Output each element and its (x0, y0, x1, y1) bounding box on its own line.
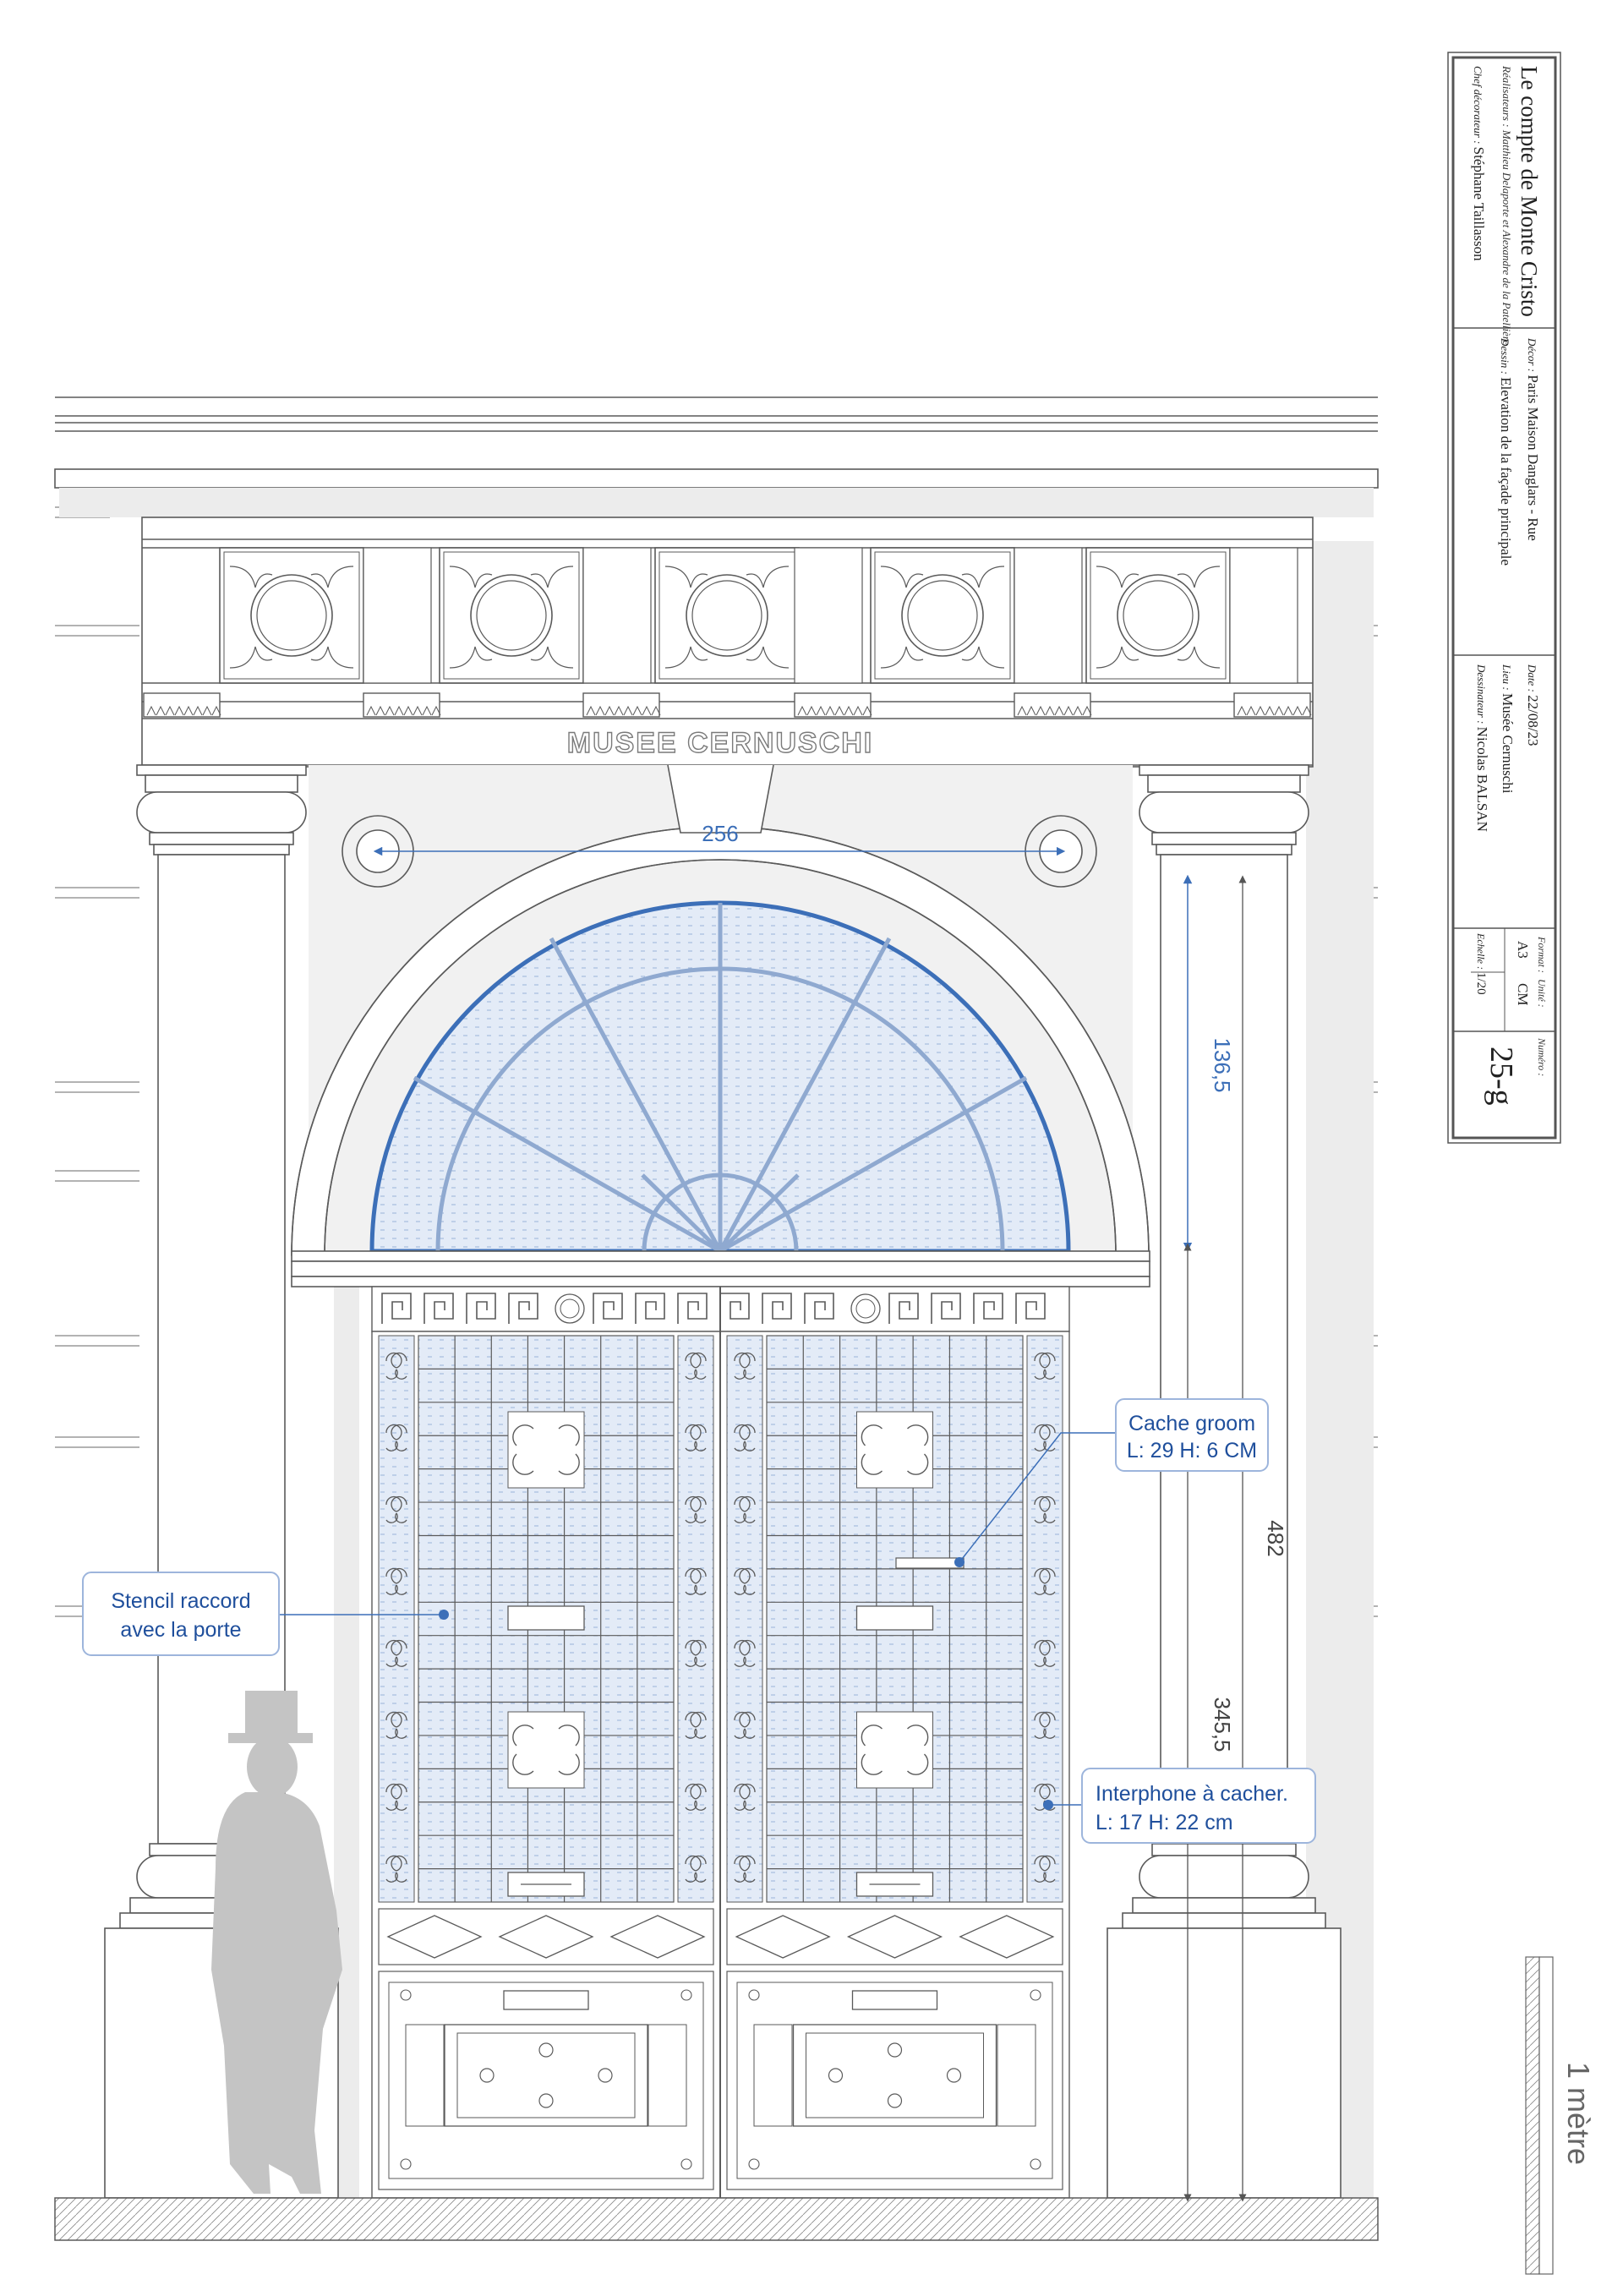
dentil-block (143, 692, 221, 718)
cartouche-title: Le compte de Monte Cristo (1516, 66, 1542, 317)
column (1107, 764, 1342, 2199)
scale-bar-label: 1 mètre (1561, 2062, 1596, 2165)
cartouche-format-label: Format : (1536, 936, 1548, 973)
cartouche-format: A3 (1515, 941, 1531, 959)
callout-cache-line1: Cache groom (1128, 1412, 1255, 1435)
svg-text:Décor : Paris Maison Danglars: Décor : Paris Maison Danglars - Rue (1525, 337, 1541, 541)
frieze-medallion-panel (870, 547, 1015, 684)
cartouche-dessinateur: Nicolas BALSAN (1474, 727, 1490, 832)
svg-text:Dessinateur : Nicolas BALSAN: Dessinateur : Nicolas BALSAN (1474, 664, 1490, 832)
dimension-height-fanlight: 136,5 (1210, 1037, 1235, 1092)
scale-figure-silhouette (211, 1691, 342, 2194)
door-lower-panels (378, 1908, 1063, 2190)
dentil-block (794, 692, 872, 718)
dimension-height-door: 345,5 (1210, 1697, 1235, 1752)
dentil-block (582, 692, 661, 718)
cartouche: Le compte de Monte Cristo Réalisateurs :… (1447, 52, 1561, 1144)
frieze-medallion-panel (439, 547, 584, 684)
svg-text:Echelle : 1/20: Echelle : 1/20 (1474, 932, 1488, 995)
columns (104, 764, 1342, 2199)
callout-stencil: Stencil raccord avec la porte (82, 1572, 449, 1656)
dentil-block (363, 692, 441, 718)
cartouche-date-label: Date : (1526, 664, 1538, 695)
dimension-lines (373, 846, 1247, 2202)
cornice (54, 396, 1379, 517)
svg-text:Chef décorateur : Stéphane Tai: Chef décorateur : Stéphane Taillasson (1471, 66, 1487, 261)
cartouche-lieu-label: Lieu : (1500, 664, 1513, 693)
frieze-separator (582, 547, 652, 684)
impost-cornice (291, 1250, 1150, 1287)
cartouche-echelle-label: Echelle : (1475, 932, 1487, 972)
cartouche-echelle: 1/20 (1474, 972, 1488, 995)
cartouche-realisateurs: Matthieu Delaporte et Alexandre de la Pa… (1500, 129, 1513, 346)
dentil-block (1014, 692, 1092, 718)
dentil-block (1233, 692, 1312, 718)
cartouche-lieu: Musée Cernuschi (1500, 693, 1516, 794)
frieze-medallion-panel (219, 547, 364, 684)
frieze-separator (363, 547, 432, 684)
callout-interphone-line2: L: 17 H: 22 cm (1096, 1811, 1233, 1834)
cartouche-dessin: Elevation de la façade principale (1498, 377, 1514, 566)
cartouche-chef-label: Chef décorateur : (1472, 66, 1484, 147)
cartouche-chef-decorateur: Stéphane Taillasson (1471, 147, 1487, 261)
callout-interphone-line1: Interphone à cacher. (1096, 1782, 1288, 1806)
callout-stencil-line2: avec la porte (120, 1618, 241, 1642)
ground (54, 2197, 1379, 2241)
svg-text:Lieu : Musée Cernuschi: Lieu : Musée Cernuschi (1500, 664, 1516, 794)
svg-text:Dessin : Elevation de la façad: Dessin : Elevation de la façade principa… (1498, 337, 1514, 566)
cartouche-dessin-label: Dessin : (1499, 337, 1511, 377)
cartouche-numero: 25-g (1484, 1047, 1519, 1106)
cartouche-decor: Paris Maison Danglars - Rue (1525, 374, 1541, 540)
cartouche-decor-label: Décor : (1526, 337, 1538, 374)
callout-cache-groom: Cache groom L: 29 H: 6 CM (954, 1398, 1269, 1567)
callout-cache-line2: L: 29 H: 6 CM (1127, 1439, 1257, 1462)
frieze-panels (143, 547, 1312, 718)
facade-inscription: MUSEE CERNUSCHI (567, 727, 873, 759)
scale-bar: 1 mètre (1525, 1956, 1596, 2275)
frieze-separator (794, 547, 863, 684)
cartouche-date: 22/08/23 (1525, 695, 1541, 746)
cartouche-dessinateur-label: Dessinateur : (1475, 664, 1488, 727)
fanlight-window (369, 900, 1071, 1254)
cartouche-unite: CM (1515, 983, 1531, 1005)
callout-interphone: Interphone à cacher. L: 17 H: 22 cm (1043, 1768, 1316, 1844)
door-grille (378, 1335, 1063, 1903)
dimension-height-total: 482 (1263, 1520, 1288, 1556)
svg-text:Date : 22/08/23: Date : 22/08/23 (1525, 664, 1541, 746)
frieze-medallion-panel (654, 547, 800, 684)
svg-text:Réalisateurs : Matthieu Delapo: Réalisateurs : Matthieu Delaporte et Ale… (1500, 65, 1513, 345)
frieze-medallion-panel (1085, 547, 1231, 684)
cartouche-unite-label: Unité : (1536, 979, 1548, 1008)
cartouche-numero-label: Numéro : (1536, 1037, 1548, 1076)
callout-stencil-line1: Stencil raccord (111, 1589, 250, 1613)
cartouche-realisateurs-label: Réalisateurs : (1500, 65, 1513, 130)
frieze-separator (1014, 547, 1083, 684)
frieze-separator (1229, 547, 1298, 684)
dimension-width-arch: 256 (702, 821, 738, 846)
greek-key-band (371, 1286, 1070, 1332)
